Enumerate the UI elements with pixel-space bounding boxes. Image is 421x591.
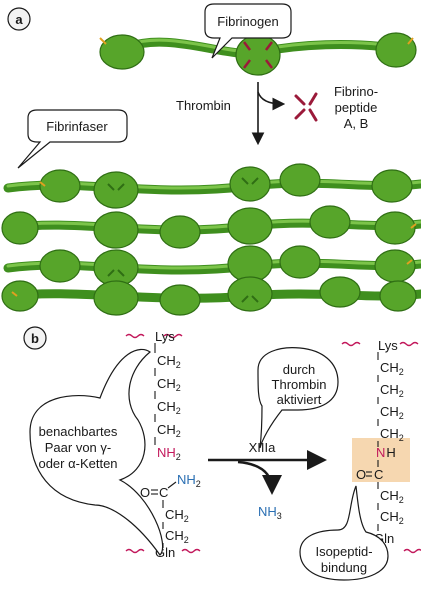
fibrinopeptide-line2: peptide	[335, 100, 378, 115]
panel-b-label: b	[31, 331, 39, 346]
fibrinogen-bubble	[204, 3, 292, 59]
panel-b: b Lys CH2 CH2 CH2 CH2 NH2 O C NH2 CH2 CH…	[23, 326, 421, 581]
left-ch2-1: CH2	[157, 353, 181, 370]
right-ch2-1: CH2	[380, 360, 404, 377]
isopeptide-bubble	[299, 485, 389, 581]
fibrinopeptide-line1: Fibrino-	[334, 84, 378, 99]
panel-a: a Fibrinogen Thrombin Fibrino- peptide A…	[1, 3, 421, 316]
enzyme-label: XIIIa	[249, 440, 277, 455]
panel-a-badge	[7, 7, 31, 31]
right-ch2-4: CH2	[380, 426, 404, 443]
left-lys-label: Lys	[155, 329, 175, 344]
panel-b-badge	[23, 326, 47, 350]
isopeptide-line2: bindung	[321, 560, 367, 575]
left-top-chain-wavy-right	[163, 333, 183, 339]
neighbor-line2: Paar von γ-	[45, 440, 111, 455]
right-bottom-chain-wavy-right	[403, 548, 421, 554]
right-ch2-3: CH2	[380, 404, 404, 421]
left-gln-ch2-1: CH2	[165, 507, 189, 524]
right-gln-ch2-1: CH2	[380, 488, 404, 505]
right-gln-ch2-2: CH2	[380, 509, 404, 526]
right-top-chain-wavy-right	[399, 341, 419, 347]
activated-line1: durch	[283, 362, 316, 377]
activated-line3: aktiviert	[277, 392, 322, 407]
neighbor-line1: benachbartes	[39, 424, 118, 439]
fibrin-fiber-bundle	[1, 163, 421, 316]
nh3-release-arrow	[237, 460, 282, 495]
fibrinogen-molecule	[99, 32, 417, 76]
neighbor-pair-bubble	[29, 348, 164, 556]
fibrinogen-node-center	[235, 34, 281, 76]
fibrinogen-node-left	[99, 34, 145, 70]
activated-line2: Thrombin	[272, 377, 327, 392]
activated-bubble	[257, 347, 339, 449]
left-gln-ch2-2: CH2	[165, 528, 189, 545]
fibrinopeptide-line3: A, B	[344, 116, 369, 131]
right-lys-label: Lys	[378, 338, 398, 353]
nh3-byproduct: NH3	[258, 504, 282, 521]
right-ch2-2: CH2	[380, 382, 404, 399]
left-nh2: NH2	[157, 445, 181, 462]
fibrinogen-node-right	[375, 32, 417, 68]
left-gln-c: C	[159, 485, 168, 500]
fibrinogen-label: Fibrinogen	[217, 14, 278, 29]
left-gln-o: O	[140, 485, 150, 500]
right-nh: NH	[376, 445, 396, 460]
isopeptide-bond-highlight	[352, 438, 410, 482]
fibrinfaser-label: Fibrinfaser	[46, 119, 108, 134]
left-ch2-2: CH2	[157, 376, 181, 393]
neighbor-line3: oder α-Ketten	[38, 456, 117, 471]
fibrinopeptide-markers	[243, 41, 273, 69]
left-ch2-4: CH2	[157, 422, 181, 439]
fibrinopeptide-release-arrow	[257, 91, 286, 111]
released-fibrinopeptides-icon	[294, 92, 318, 122]
left-top-chain-wavy	[125, 333, 145, 339]
left-gln-nh2: NH2	[177, 472, 201, 489]
isopeptide-line1: Isopeptid-	[315, 544, 372, 559]
right-o: O	[356, 467, 366, 482]
fibrinogen-end-markers	[99, 37, 414, 45]
right-c: C	[374, 467, 383, 482]
left-bottom-chain-wavy-right	[181, 548, 201, 554]
thrombin-label: Thrombin	[176, 98, 231, 113]
right-top-chain-wavy	[341, 341, 361, 347]
fibrinfaser-bubble	[17, 109, 128, 169]
panel-a-label: a	[15, 12, 23, 27]
left-ch2-3: CH2	[157, 399, 181, 416]
left-bottom-chain-wavy	[125, 548, 145, 554]
